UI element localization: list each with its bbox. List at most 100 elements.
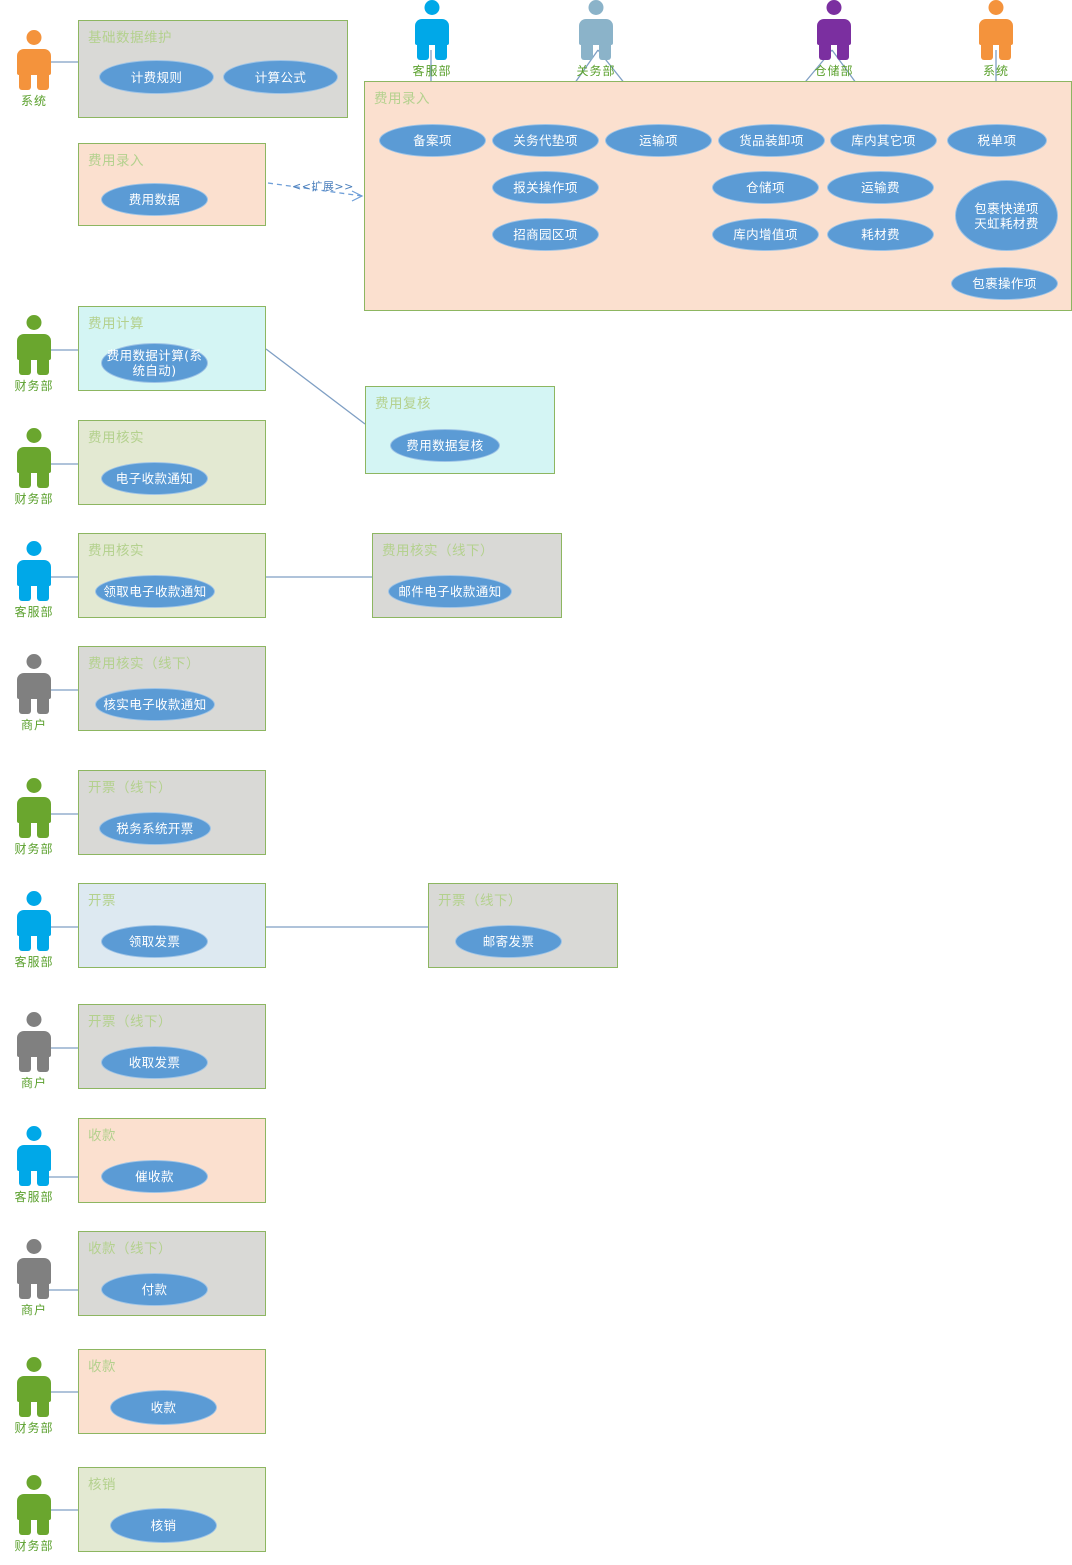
usecase-uc-zhaoshang[interactable]: 招商园区项 bbox=[492, 218, 599, 251]
actor-legl bbox=[19, 696, 31, 714]
actor-a-shanghu-sk[interactable]: 商户 bbox=[6, 1239, 62, 1318]
usecase-uc-jisuan-gs[interactable]: 计算公式 bbox=[223, 60, 338, 94]
actor-head bbox=[988, 0, 1004, 15]
usecase-uc-yj-dzskt[interactable]: 邮件电子收款通知 bbox=[388, 575, 512, 608]
actor-figure-icon bbox=[11, 654, 57, 714]
usecase-uc-hexiao[interactable]: 核销 bbox=[110, 1508, 217, 1543]
actor-figure-icon bbox=[11, 1357, 57, 1417]
actor-legl bbox=[19, 820, 31, 838]
actor-body bbox=[17, 910, 51, 936]
usecase-uc-yunshu-f[interactable]: 运输费 bbox=[827, 171, 934, 204]
actor-legr bbox=[37, 1517, 49, 1535]
actor-head bbox=[26, 1357, 42, 1372]
usecase-uc-fukuan[interactable]: 付款 bbox=[101, 1273, 208, 1306]
package-title: 基础数据维护 bbox=[88, 30, 172, 46]
usecase-uc-fy-jisuan[interactable]: 费用数据计算(系 统自动) bbox=[101, 343, 208, 383]
actor-label: 关务部 bbox=[576, 64, 616, 78]
actor-label: 客服部 bbox=[412, 64, 452, 78]
usecase-uc-haocai-f[interactable]: 耗材费 bbox=[827, 218, 934, 251]
actor-body bbox=[17, 1258, 51, 1284]
actor-head bbox=[26, 1475, 42, 1490]
actor-head bbox=[26, 778, 42, 793]
actor-a-caiwu-calc[interactable]: 财务部 bbox=[6, 315, 62, 394]
actor-a-kefu-top[interactable]: 客服部 bbox=[404, 0, 460, 79]
usecase-uc-lq-fapiao[interactable]: 领取发票 bbox=[101, 925, 208, 958]
package-title: 收款（线下） bbox=[88, 1241, 172, 1257]
actor-head bbox=[826, 0, 842, 15]
actor-legl bbox=[19, 933, 31, 951]
usecase-uc-shoukuan[interactable]: 收款 bbox=[110, 1390, 217, 1425]
actor-head bbox=[26, 315, 42, 330]
actor-legr bbox=[37, 1399, 49, 1417]
actor-head bbox=[588, 0, 604, 15]
usecase-uc-guanwu-dd[interactable]: 关务代垫项 bbox=[492, 124, 599, 157]
usecase-uc-feiyong-sj[interactable]: 费用数据 bbox=[101, 183, 208, 216]
actor-legl bbox=[19, 1054, 31, 1072]
actor-head bbox=[26, 1126, 42, 1141]
usecase-uc-yj-fapiao[interactable]: 邮寄发票 bbox=[455, 925, 562, 958]
actor-a-kefu-hesh[interactable]: 客服部 bbox=[6, 541, 62, 620]
usecase-uc-huopin-zx[interactable]: 货品装卸项 bbox=[718, 124, 825, 157]
package-title: 费用录入 bbox=[88, 153, 144, 169]
usecase-uc-kunei-qt[interactable]: 库内其它项 bbox=[830, 124, 937, 157]
actor-label: 客服部 bbox=[14, 955, 54, 969]
actor-a-caiwu-hesh[interactable]: 财务部 bbox=[6, 428, 62, 507]
package-title: 开票 bbox=[88, 893, 116, 909]
usecase-uc-jifei-guize[interactable]: 计费规则 bbox=[99, 60, 214, 94]
actor-label: 财务部 bbox=[14, 842, 54, 856]
package-title: 费用核实 bbox=[88, 543, 144, 559]
actor-a-cangchu-top[interactable]: 仓储部 bbox=[806, 0, 862, 79]
usecase-uc-shuidan[interactable]: 税单项 bbox=[947, 124, 1047, 157]
usecase-uc-fy-fuhe[interactable]: 费用数据复核 bbox=[390, 429, 500, 462]
usecase-uc-cangchu-x[interactable]: 仓储项 bbox=[712, 171, 819, 204]
actor-body bbox=[817, 19, 851, 45]
actor-legl bbox=[19, 1168, 31, 1186]
actor-figure-icon bbox=[11, 891, 57, 951]
actor-a-caiwu-sk[interactable]: 财务部 bbox=[6, 1357, 62, 1436]
actor-label: 系统 bbox=[20, 94, 47, 108]
actor-legr bbox=[37, 696, 49, 714]
usecase-uc-baoguo-kd[interactable]: 包裹快递项 天虹耗材费 bbox=[955, 180, 1058, 251]
usecase-uc-beian[interactable]: 备案项 bbox=[379, 124, 486, 157]
actor-a-system-top[interactable]: 系统 bbox=[6, 30, 62, 109]
actor-a-shanghu-kp[interactable]: 商户 bbox=[6, 1012, 62, 1091]
usecase-uc-kunei-zz[interactable]: 库内增值项 bbox=[712, 218, 819, 251]
actor-label: 财务部 bbox=[14, 1539, 54, 1553]
actor-label: 商户 bbox=[20, 1303, 47, 1317]
actor-legr bbox=[435, 42, 447, 60]
actor-a-guanwu-top[interactable]: 关务部 bbox=[568, 0, 624, 79]
actor-legr bbox=[999, 42, 1011, 60]
actor-body bbox=[17, 447, 51, 473]
actor-figure-icon bbox=[973, 0, 1019, 60]
wire-jisuan-fuhe bbox=[265, 348, 366, 425]
usecase-uc-lq-dzskt[interactable]: 领取电子收款通知 bbox=[95, 575, 215, 608]
actor-head bbox=[26, 891, 42, 906]
actor-body bbox=[17, 1376, 51, 1402]
actor-a-kefu-sk[interactable]: 客服部 bbox=[6, 1126, 62, 1205]
actor-body bbox=[17, 49, 51, 75]
actor-a-caiwu-hx[interactable]: 财务部 bbox=[6, 1475, 62, 1554]
actor-legr bbox=[37, 933, 49, 951]
package-title: 费用计算 bbox=[88, 316, 144, 332]
usecase-uc-cui-sk[interactable]: 催收款 bbox=[101, 1160, 208, 1193]
usecase-uc-swxt-kp[interactable]: 税务系统开票 bbox=[99, 812, 211, 845]
actor-a-shanghu-hesh[interactable]: 商户 bbox=[6, 654, 62, 733]
actor-legr bbox=[837, 42, 849, 60]
actor-figure-icon bbox=[11, 778, 57, 838]
actor-label: 商户 bbox=[20, 1076, 47, 1090]
actor-a-xitong-top[interactable]: 系统 bbox=[968, 0, 1024, 79]
usecase-uc-sq-fapiao[interactable]: 收取发票 bbox=[101, 1046, 208, 1079]
usecase-uc-yunshu-x[interactable]: 运输项 bbox=[605, 124, 712, 157]
actor-a-kefu-kp[interactable]: 客服部 bbox=[6, 891, 62, 970]
package-title: 费用核实 bbox=[88, 430, 144, 446]
actor-body bbox=[17, 1145, 51, 1171]
actor-figure-icon bbox=[11, 428, 57, 488]
actor-legl bbox=[581, 42, 593, 60]
usecase-uc-baoguo-cz[interactable]: 包裹操作项 bbox=[951, 267, 1058, 300]
usecase-uc-dz-skt[interactable]: 电子收款通知 bbox=[101, 462, 208, 495]
actor-a-caiwu-kp[interactable]: 财务部 bbox=[6, 778, 62, 857]
usecase-uc-hs-dzskt[interactable]: 核实电子收款通知 bbox=[95, 688, 215, 721]
usecase-uc-baoguan-cz[interactable]: 报关操作项 bbox=[492, 171, 599, 204]
package-title: 开票（线下） bbox=[438, 893, 522, 909]
actor-body bbox=[579, 19, 613, 45]
